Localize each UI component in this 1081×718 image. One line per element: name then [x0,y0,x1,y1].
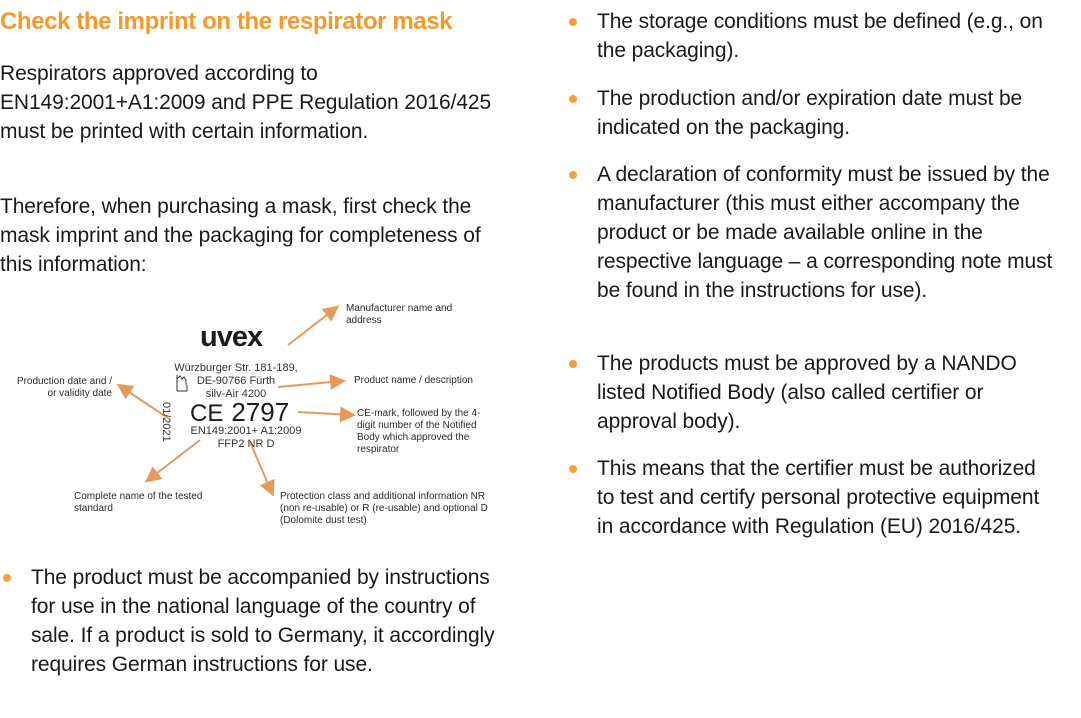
bullet-icon [569,18,577,26]
protection-class: FFP2 NR D [217,438,275,450]
list-item-text: A declaration of conformity must be issu… [597,163,1053,302]
label-protection-class: Protection class and additional informat… [280,491,488,526]
list-item: This means that the certifier must be au… [566,454,1047,541]
bullet-icon [569,360,577,368]
factory-date-icon [176,375,188,392]
list-item: A declaration of conformity must be issu… [566,160,1067,305]
address-line-1: Würzburger Str. 181-189, [174,362,298,374]
label-product: Product name / description [354,375,473,386]
standard-info: EN149:2001+ A1:2009 FFP2 NR D [186,425,306,451]
manufacturer-address: Würzburger Str. 181-189, DE-90766 Fürth … [170,362,302,401]
notified-body-number: 2797 [231,397,290,427]
label-manufacturer: Manufacturer name and address [346,303,453,326]
list-item-text: The product must be accompanied by instr… [31,566,495,676]
label-ce-mark: CE-mark, followed by the 4-digit number … [357,408,481,455]
bullet-icon [569,171,577,179]
product-name: silv-Air 4200 [205,388,267,400]
list-item-text: The products must be approved by a NANDO… [597,352,1017,433]
brand-logo: uvex [200,321,263,353]
annotation-arrows-icon [116,305,356,497]
production-date: 01/2021 [160,402,172,442]
label-production-date: Production date and / or validity date [16,376,112,399]
list-item: The storage conditions must be defined (… [566,7,1067,65]
list-item: The products must be approved by a NANDO… [566,349,1042,436]
intro-paragraph-2: Therefore, when purchasing a mask, first… [0,195,481,276]
list-item-text: The storage conditions must be defined (… [597,10,1043,62]
ce-mark: CE 2797 [190,397,289,428]
page-title: Check the imprint on the respirator mask [0,8,453,35]
list-item-text: The production and/or expiration date mu… [597,87,1023,139]
mask-imprint-diagram: uvex Würzburger Str. 181-189, DE-90766 F… [0,290,520,540]
list-item: The production and/or expiration date mu… [566,84,1072,142]
address-line-2: DE-90766 Fürth [196,375,276,387]
list-item-text: This means that the certifier must be au… [597,457,1040,538]
bullet-icon [3,574,11,582]
intro-paragraph-1: Respirators approved according to EN149:… [0,62,492,143]
label-standard: Complete name of the tested standard [74,491,203,514]
ce-mark-icon: CE [190,400,224,427]
bullet-icon [569,95,577,103]
standard-name: EN149:2001+ A1:2009 [190,425,302,437]
list-item: The product must be accompanied by instr… [0,563,506,679]
bullet-icon [569,465,577,473]
